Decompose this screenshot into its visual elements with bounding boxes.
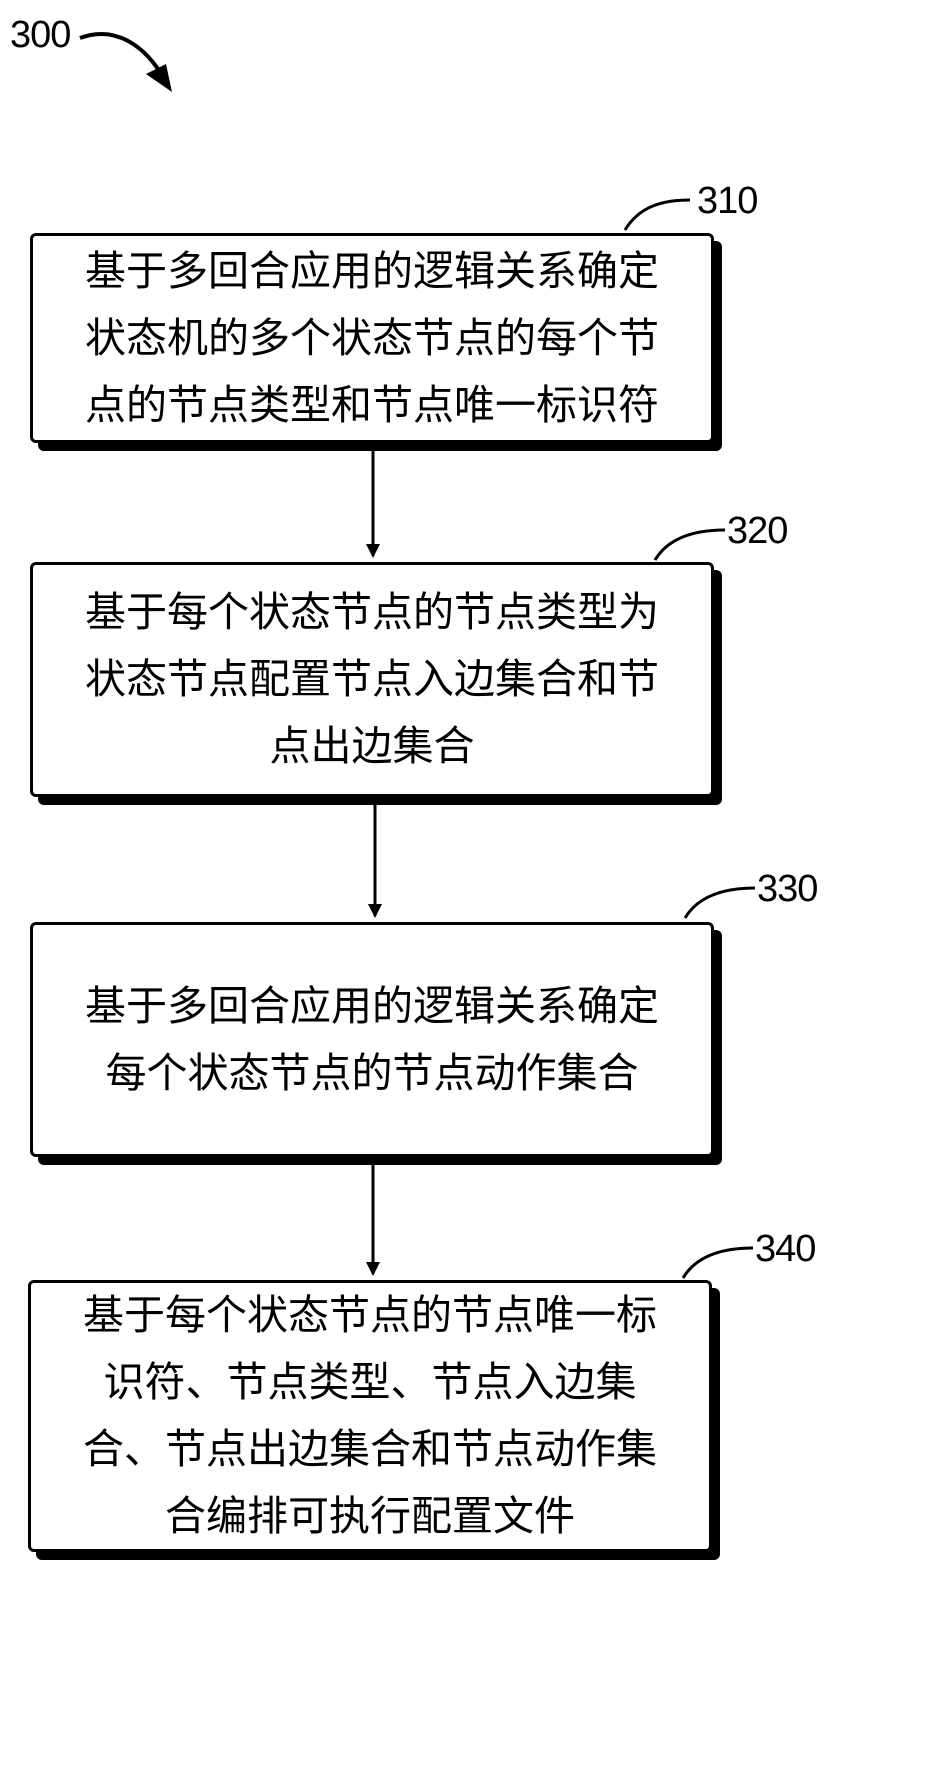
leader-340 — [681, 1246, 754, 1279]
leader-320 — [653, 528, 726, 561]
step-box-340: 基于每个状态节点的节点唯一标 识符、节点类型、节点入边集 合、节点出边集合和节点… — [28, 1280, 712, 1552]
step-text-310: 基于多回合应用的逻辑关系确定 状态机的多个状态节点的每个节 点的节点类型和节点唯… — [85, 246, 659, 429]
step-text-330: 基于多回合应用的逻辑关系确定 每个状态节点的节点动作集合 — [85, 981, 659, 1097]
step-ref-310: 310 — [697, 180, 758, 222]
step-text-340: 基于每个状态节点的节点唯一标 识符、节点类型、节点入边集 合、节点出边集合和节点… — [83, 1291, 657, 1540]
step-ref-320: 320 — [727, 510, 788, 552]
step-ref-330: 330 — [757, 868, 818, 910]
leader-310 — [623, 198, 691, 231]
figure-label: 300 — [10, 14, 71, 56]
step-text-320: 基于每个状态节点的节点类型为 状态节点配置节点入边集合和节 点出边集合 — [85, 588, 659, 770]
step-box-310: 基于多回合应用的逻辑关系确定 状态机的多个状态节点的每个节 点的节点类型和节点唯… — [30, 233, 714, 443]
figure-pointer-arrowhead — [146, 64, 172, 92]
step-box-330: 基于多回合应用的逻辑关系确定 每个状态节点的节点动作集合 — [30, 922, 714, 1157]
step-box-320: 基于每个状态节点的节点类型为 状态节点配置节点入边集合和节 点出边集合 — [30, 562, 714, 797]
leader-330 — [683, 886, 756, 919]
step-ref-340: 340 — [755, 1228, 816, 1270]
